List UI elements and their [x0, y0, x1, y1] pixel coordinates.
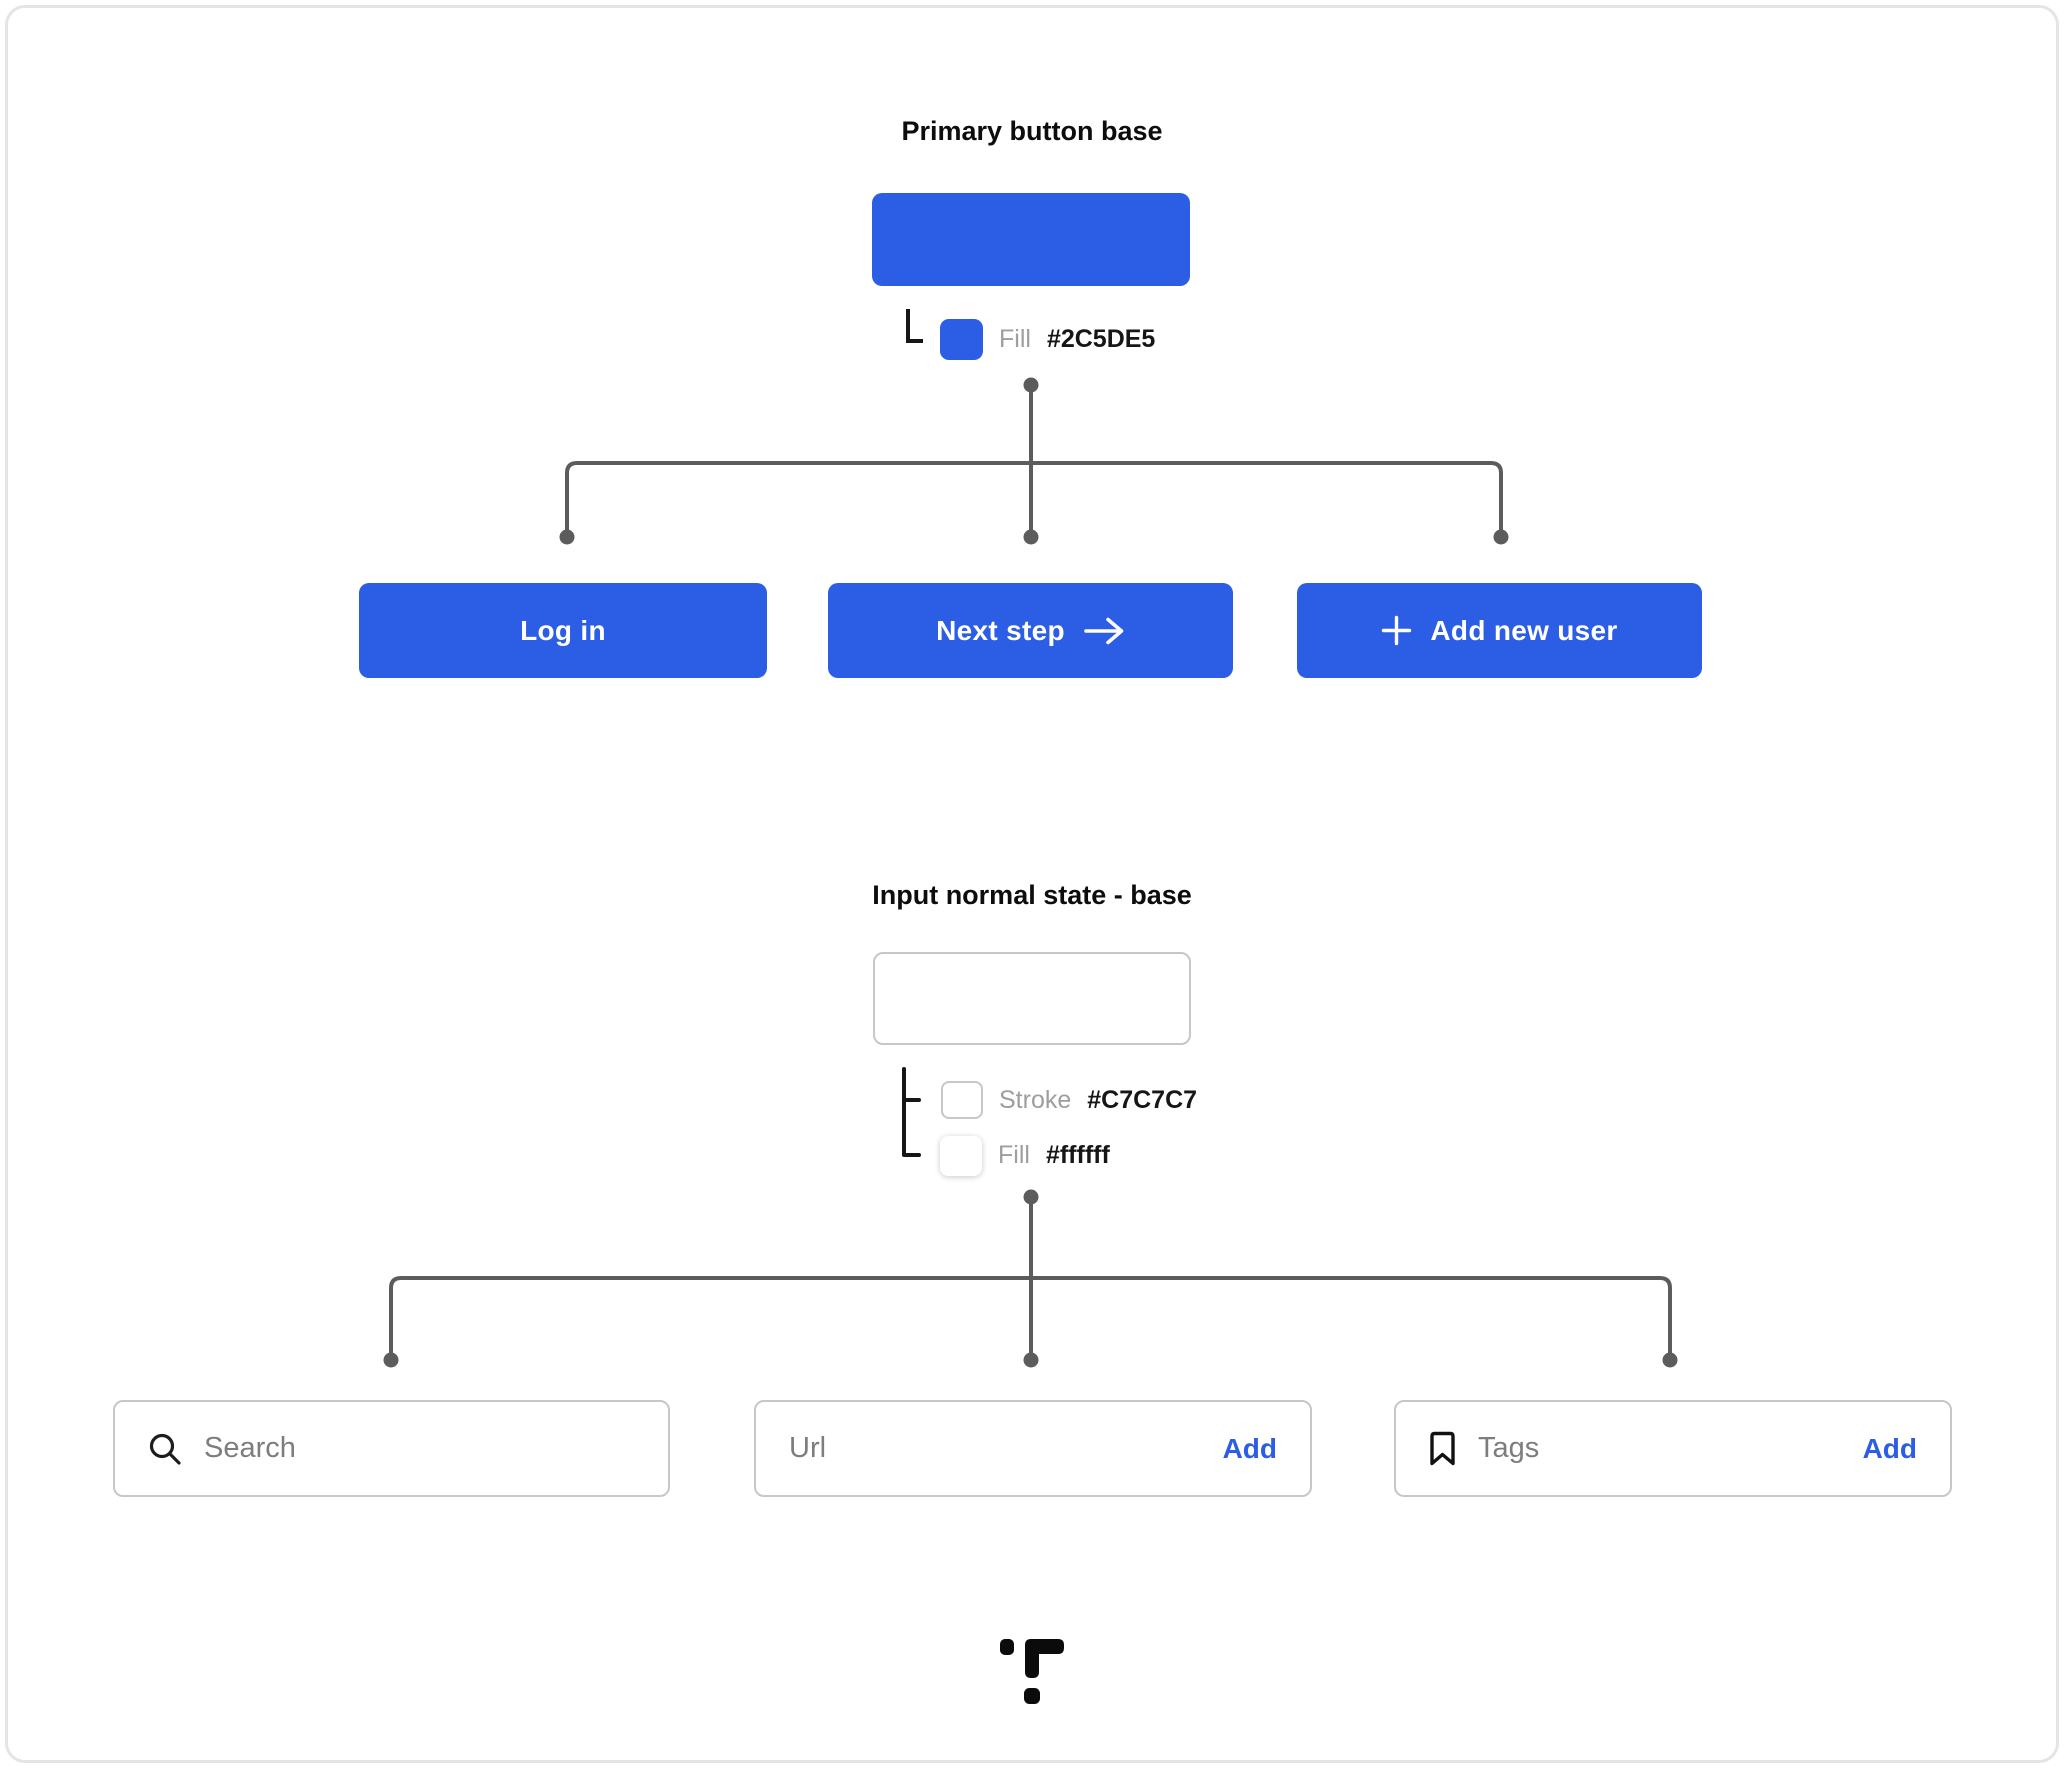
- stroke-color-swatch: [941, 1081, 983, 1119]
- primary-button-base-swatch: [872, 193, 1190, 286]
- annotation-bracket: [906, 309, 923, 343]
- login-button[interactable]: Log in: [359, 583, 767, 678]
- add-new-user-button-label: Add new user: [1430, 614, 1618, 646]
- search-input-field[interactable]: [204, 1432, 635, 1465]
- annotation-label: Stroke: [999, 1085, 1072, 1114]
- arrow-right-icon: [1084, 617, 1124, 644]
- url-input[interactable]: Add: [754, 1400, 1312, 1497]
- next-step-button[interactable]: Next step: [828, 583, 1233, 678]
- bookmark-icon: [1430, 1431, 1455, 1466]
- add-new-user-button[interactable]: Add new user: [1297, 583, 1702, 678]
- tags-input[interactable]: Add: [1394, 1400, 1952, 1497]
- tags-input-field[interactable]: [1478, 1432, 1841, 1465]
- next-step-button-label: Next step: [936, 614, 1065, 646]
- annotation-value: #C7C7C7: [1087, 1085, 1198, 1114]
- fill-annotation: Fill #2C5DE5: [940, 318, 1155, 360]
- primary-section-title: Primary button base: [901, 116, 1163, 146]
- input-section-title: Input normal state - base: [872, 880, 1192, 910]
- stroke-annotation: Stroke #C7C7C7: [941, 1081, 1197, 1119]
- input-base-swatch: [873, 952, 1191, 1045]
- annotation-value: #2C5DE5: [1046, 324, 1156, 353]
- plus-icon: [1382, 615, 1412, 646]
- annotation-label: Fill: [999, 324, 1031, 353]
- annotation-value: #ffffff: [1045, 1141, 1110, 1169]
- tags-add-button[interactable]: Add: [1862, 1432, 1917, 1464]
- search-input[interactable]: [113, 1400, 670, 1497]
- connector-tree-primary: [559, 377, 1509, 545]
- fill-color-swatch: [940, 318, 983, 360]
- url-add-button[interactable]: Add: [1222, 1432, 1277, 1464]
- url-input-field[interactable]: [789, 1432, 1201, 1465]
- annotation-label: Fill: [998, 1141, 1030, 1169]
- fill-color-swatch: [940, 1135, 982, 1176]
- brand-logo-icon: [1000, 1639, 1064, 1704]
- search-icon: [149, 1433, 181, 1465]
- connector-tree-input: [383, 1189, 1678, 1368]
- login-button-label: Log in: [520, 614, 606, 646]
- annotation-bracket: [902, 1067, 921, 1157]
- fill-annotation: Fill #ffffff: [940, 1135, 1110, 1176]
